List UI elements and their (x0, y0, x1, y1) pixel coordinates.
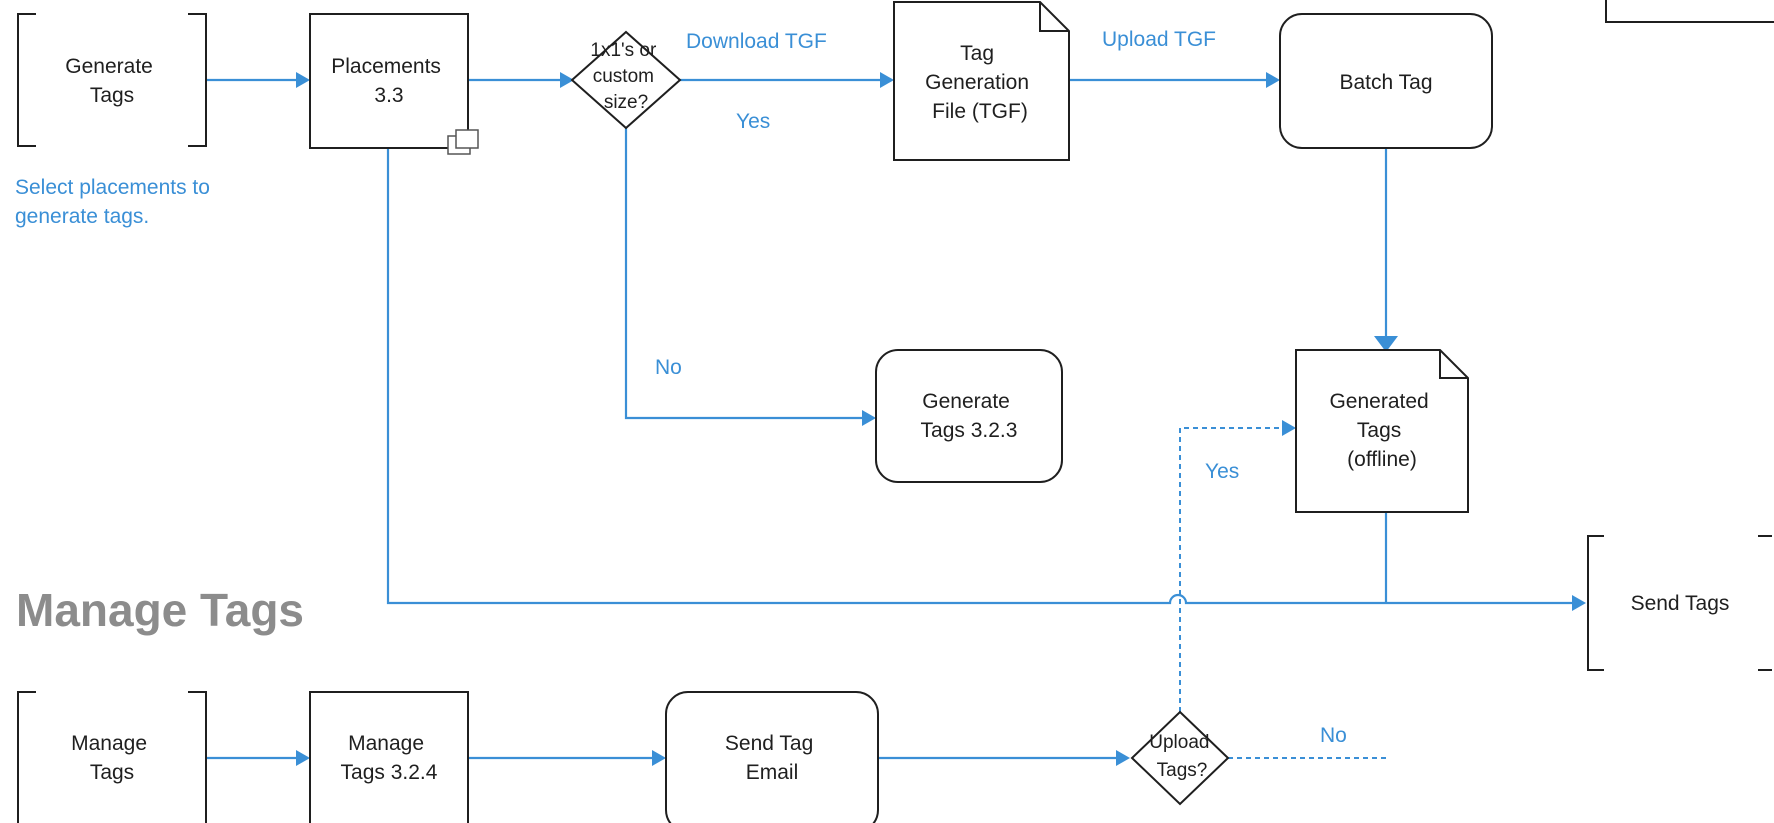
tgf-line1: Tag (960, 42, 994, 65)
arrowhead (1282, 420, 1296, 436)
send-tag-email-label: Send Tag Email (725, 732, 819, 784)
send-tags-line1: Send Tags (1631, 592, 1730, 615)
batch-tag-line1: Batch Tag (1339, 71, 1432, 94)
generate-tags-323-line1: Generate (922, 390, 1010, 413)
download-tgf-label: Download TGF (686, 30, 827, 53)
manage-tags-start-line2: Tags (90, 761, 134, 784)
generate-tags-323-label: Generate Tags 3.2.3 (921, 390, 1018, 442)
no-label-upload: No (1320, 724, 1347, 747)
upload-decision-label: Upload Tags? (1149, 732, 1215, 781)
arrowhead (1266, 72, 1280, 88)
arrowhead (1116, 750, 1130, 766)
manage-tags-start-node (17, 691, 207, 823)
send-tags-node (1587, 535, 1772, 671)
manage-tags-start-line1: Manage (71, 732, 147, 755)
select-note-line2: generate tags. (15, 205, 149, 228)
size-decision-line3: size? (604, 92, 648, 113)
connector-upload-yes-to-generated (1179, 427, 1282, 712)
generated-tags-line3: (offline) (1347, 448, 1417, 471)
manage-tags-324-node (309, 691, 469, 823)
arrowhead (296, 750, 310, 766)
send-tags-label: Send Tags (1631, 592, 1730, 615)
placements-node (309, 13, 479, 155)
tgf-line2: Generation (925, 71, 1029, 94)
upload-tgf-label: Upload TGF (1102, 28, 1216, 51)
arrowhead (652, 750, 666, 766)
connectors (206, 72, 1586, 766)
generate-tags-323-line2: Tags 3.2.3 (921, 419, 1018, 442)
arrowhead (1374, 336, 1398, 352)
tgf-line3: File (TGF) (932, 100, 1028, 123)
upload-decision-node (1130, 710, 1230, 806)
yes-label-upload: Yes (1205, 460, 1239, 483)
select-placements-note: Select placements to generate tags. (15, 176, 216, 228)
yes-label-top: Yes (736, 110, 770, 133)
no-label-mid: No (655, 356, 682, 379)
placements-label: Placements 3.3 (331, 55, 447, 107)
upload-decision-line1: Upload (1149, 732, 1209, 753)
connector-placements-to-send-tags (386, 148, 1572, 605)
size-decision-line1: 1x1's or (590, 40, 657, 61)
send-tag-email-line2: Email (746, 761, 799, 784)
arrowhead (296, 72, 310, 88)
size-decision-node (570, 30, 682, 130)
section-title-manage-tags: Manage Tags (16, 584, 304, 636)
generated-tags-label: Generated Tags (offline) (1329, 390, 1434, 471)
generate-tags-start-line1: Generate (65, 55, 153, 78)
tgf-document-node (893, 1, 1070, 161)
generated-tags-line1: Generated (1329, 390, 1428, 413)
manage-tags-324-line2: Tags 3.2.4 (341, 761, 438, 784)
select-note-line1: Select placements to (15, 176, 210, 199)
size-decision-line2: custom (593, 66, 654, 87)
arrowhead (560, 72, 574, 88)
manage-tags-324-label: Manage Tags 3.2.4 (341, 732, 438, 784)
generated-tags-document-node (1295, 349, 1469, 513)
tgf-document-label: Tag Generation File (TGF) (925, 42, 1035, 123)
send-tag-email-node (665, 691, 879, 823)
connector-decision-no-to-generate-323 (624, 118, 862, 420)
placements-line2: 3.3 (374, 84, 403, 107)
arrowhead (880, 72, 894, 88)
manage-tags-324-line1: Manage (348, 732, 424, 755)
generate-tags-start-line2: Tags (90, 84, 134, 107)
generate-tags-start-label: Generate Tags (65, 55, 158, 107)
batch-tag-node (1279, 13, 1493, 149)
partial-offscreen-box (1605, 0, 1774, 23)
arrowhead (862, 410, 876, 426)
manage-tags-start-label: Manage Tags (71, 732, 153, 784)
generate-tags-323-node (875, 349, 1063, 483)
generate-tags-start-node (17, 13, 207, 147)
send-tag-email-line1: Send Tag (725, 732, 813, 755)
subprocess-icon (447, 129, 479, 155)
batch-tag-label: Batch Tag (1339, 71, 1432, 94)
placements-line1: Placements (331, 55, 441, 78)
upload-decision-line2: Tags? (1157, 760, 1208, 781)
size-decision-label: 1x1's or custom size? (590, 40, 661, 113)
generated-tags-line2: Tags (1357, 419, 1401, 442)
arrowhead (1572, 595, 1586, 611)
